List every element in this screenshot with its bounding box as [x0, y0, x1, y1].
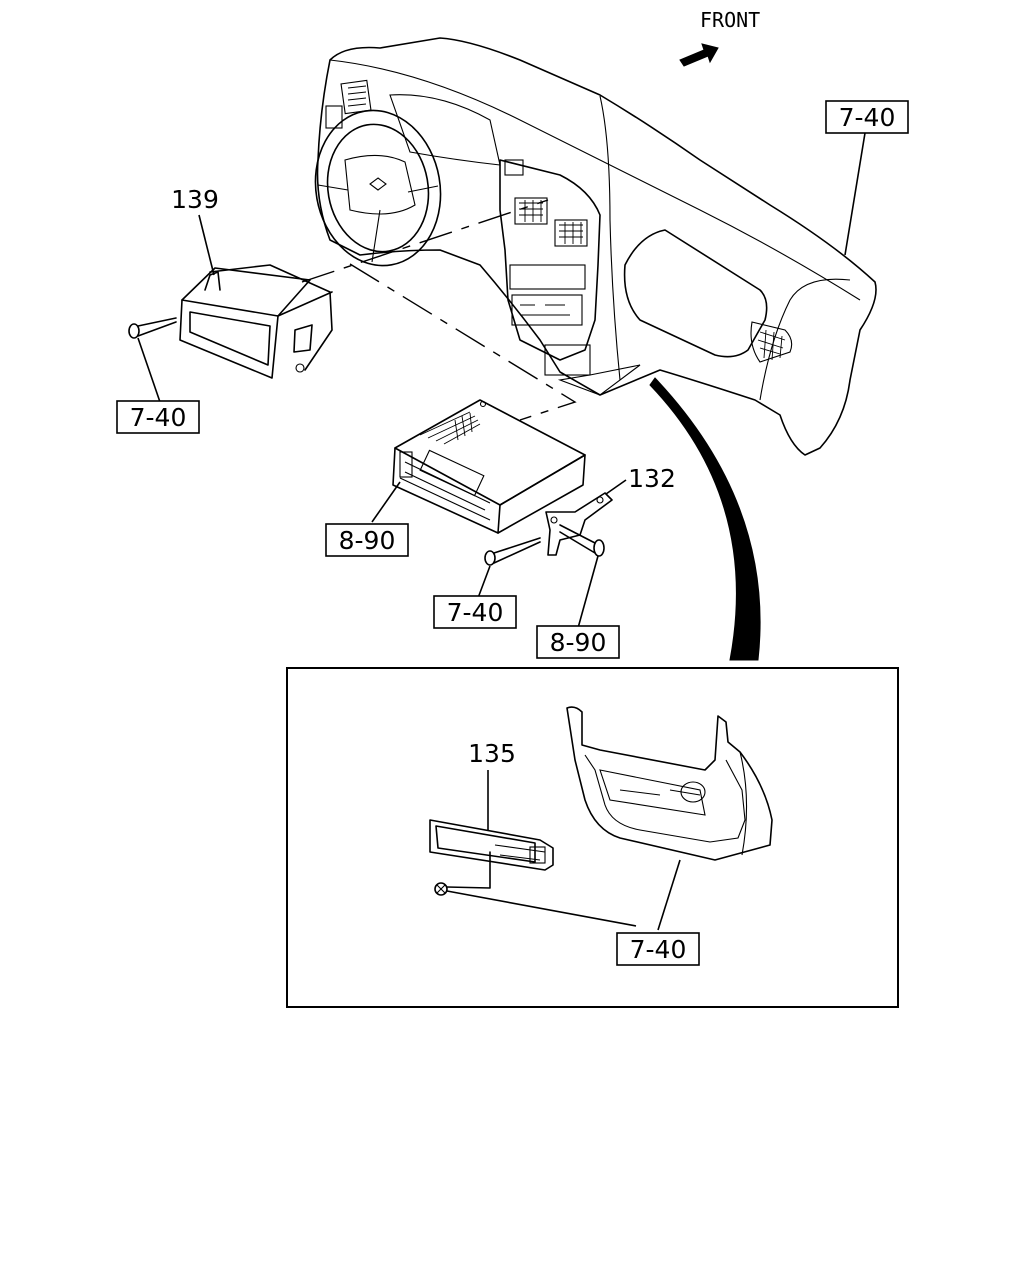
- inset-ref-label: 7-40: [630, 935, 687, 964]
- bracket-bolt-callout: 8-90: [536, 625, 620, 659]
- inset-pointer: [649, 377, 761, 661]
- bracket-bolt: [559, 524, 605, 557]
- pocket-alignment-line: [301, 199, 549, 283]
- bracket-132: [545, 492, 613, 556]
- bracket-bolt-ref-label: 8-90: [550, 628, 607, 657]
- bracket-screw-leader: [477, 565, 491, 599]
- pocket-screw-ref-label: 7-40: [130, 403, 187, 432]
- inset-panel-leader: [657, 859, 681, 931]
- dashboard-assembly: [314, 37, 877, 456]
- bracket-screw: [484, 537, 541, 566]
- bracket-part-label: 132: [628, 464, 676, 493]
- inset-pocket-135: [429, 819, 554, 871]
- dash-leader: [844, 132, 866, 256]
- pocket-screw-callout: 7-40: [116, 400, 200, 434]
- pocket-part-label: 139: [171, 185, 219, 214]
- pocket-139: [179, 264, 333, 379]
- radio-ref-label: 8-90: [339, 526, 396, 555]
- front-indicator: FRONT: [679, 8, 760, 67]
- front-label: FRONT: [700, 8, 760, 32]
- arrow-right-icon: [679, 43, 719, 67]
- inset-screw-leader: [446, 890, 637, 927]
- inset-part-label: 135: [468, 739, 516, 768]
- pocket-leader: [198, 214, 215, 276]
- radio-leader: [371, 481, 401, 523]
- inset-console-panel: [566, 706, 773, 861]
- bracket-screw-callout: 7-40: [433, 595, 517, 629]
- pocket-screw: [128, 317, 177, 339]
- bracket-screw-ref-label: 7-40: [447, 598, 504, 627]
- bracket-bolt-leader: [577, 555, 599, 629]
- detail-inset: [286, 667, 899, 1008]
- inset-screw: [434, 851, 491, 896]
- radio-alignment-line: [349, 263, 577, 421]
- pocket-screw-leader: [137, 337, 161, 403]
- dash-callout: 7-40: [825, 100, 909, 134]
- radio-callout: 8-90: [325, 523, 409, 557]
- inset-callout: 7-40: [616, 932, 700, 966]
- radio-unit: [392, 399, 586, 534]
- dash-ref-label: 7-40: [839, 103, 896, 132]
- bracket-leader: [605, 479, 627, 495]
